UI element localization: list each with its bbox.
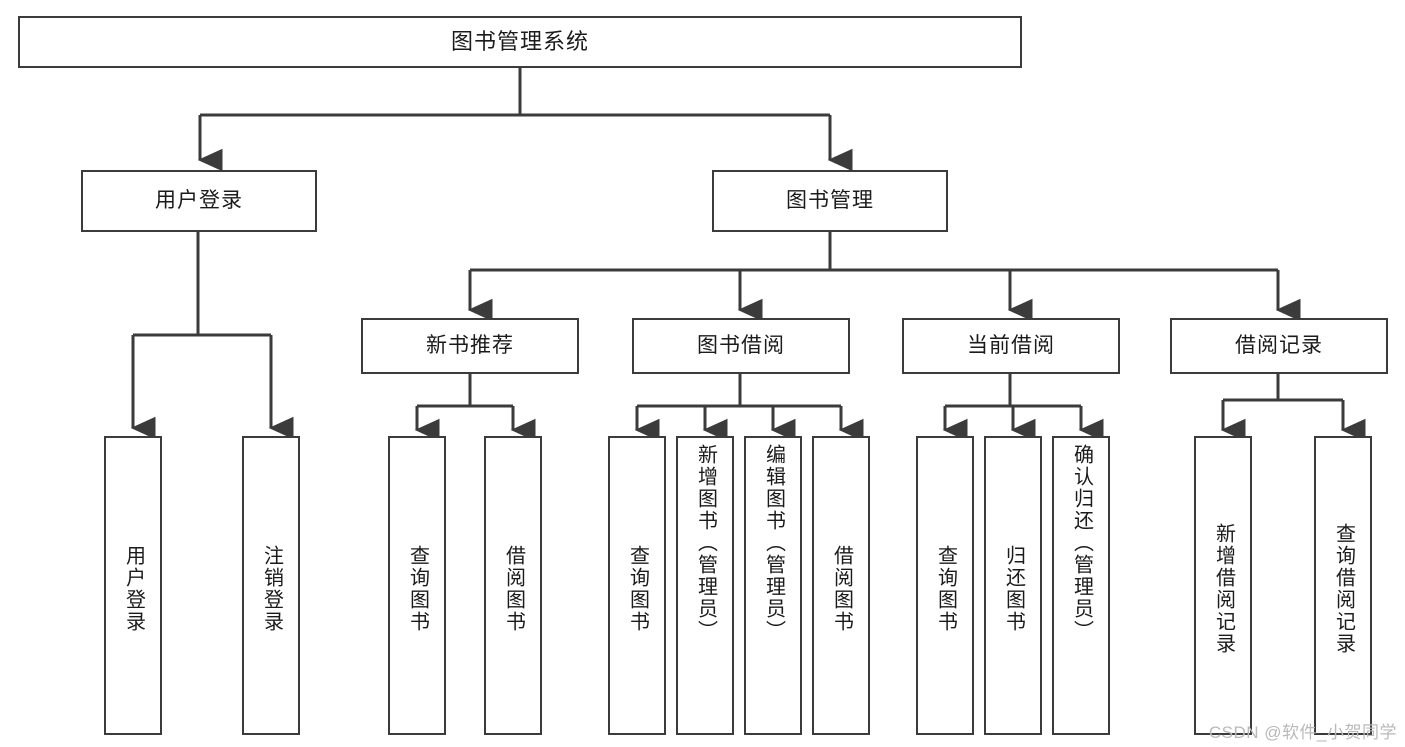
leaf-label: 新增图书（管理员） [694,444,717,642]
leaf-label: 查询借阅记录 [1332,522,1355,655]
leaf-label: 注销登录 [260,544,283,633]
leaf-label: 借阅图书 [830,544,853,633]
leaf-new-book-query[interactable]: 查询图书 [388,436,446,735]
node-book-borrow[interactable]: 图书借阅 [632,318,850,374]
leaf-book-borrow-query[interactable]: 查询图书 [608,436,666,735]
leaf-label: 确认归还（管理员） [1070,444,1093,642]
leaf-user-login-login[interactable]: 用户登录 [104,436,162,735]
leaf-new-book-borrow[interactable]: 借阅图书 [484,436,542,735]
leaf-label: 用户登录 [122,544,145,633]
leaf-label: 新增借阅记录 [1212,522,1235,655]
leaf-label: 借阅图书 [502,544,525,633]
leaf-label: 查询图书 [934,544,957,633]
leaf-label: 归还图书 [1002,544,1025,633]
node-current-borrow[interactable]: 当前借阅 [902,318,1120,374]
node-user-login[interactable]: 用户登录 [81,170,317,232]
node-borrow-record[interactable]: 借阅记录 [1170,318,1388,374]
leaf-borrow-record-query[interactable]: 查询借阅记录 [1314,436,1372,735]
leaf-label: 编辑图书（管理员） [762,444,785,642]
watermark-text: CSDN @软件_小贺同学 [1208,723,1397,742]
leaf-current-borrow-query[interactable]: 查询图书 [916,436,974,735]
leaf-current-borrow-confirm-return[interactable]: 确认归还（管理员） [1052,436,1110,735]
leaf-book-borrow-edit[interactable]: 编辑图书（管理员） [744,436,802,735]
leaf-user-login-logout[interactable]: 注销登录 [242,436,300,735]
leaf-current-borrow-return[interactable]: 归还图书 [984,436,1042,735]
leaf-borrow-record-add[interactable]: 新增借阅记录 [1194,436,1252,735]
node-new-book-recommend[interactable]: 新书推荐 [361,318,579,374]
leaf-label: 查询图书 [406,544,429,633]
leaf-label: 查询图书 [626,544,649,633]
leaf-book-borrow-borrow[interactable]: 借阅图书 [812,436,870,735]
node-root[interactable]: 图书管理系统 [18,16,1022,68]
leaf-book-borrow-add[interactable]: 新增图书（管理员） [676,436,734,735]
node-book-management[interactable]: 图书管理 [712,170,948,232]
